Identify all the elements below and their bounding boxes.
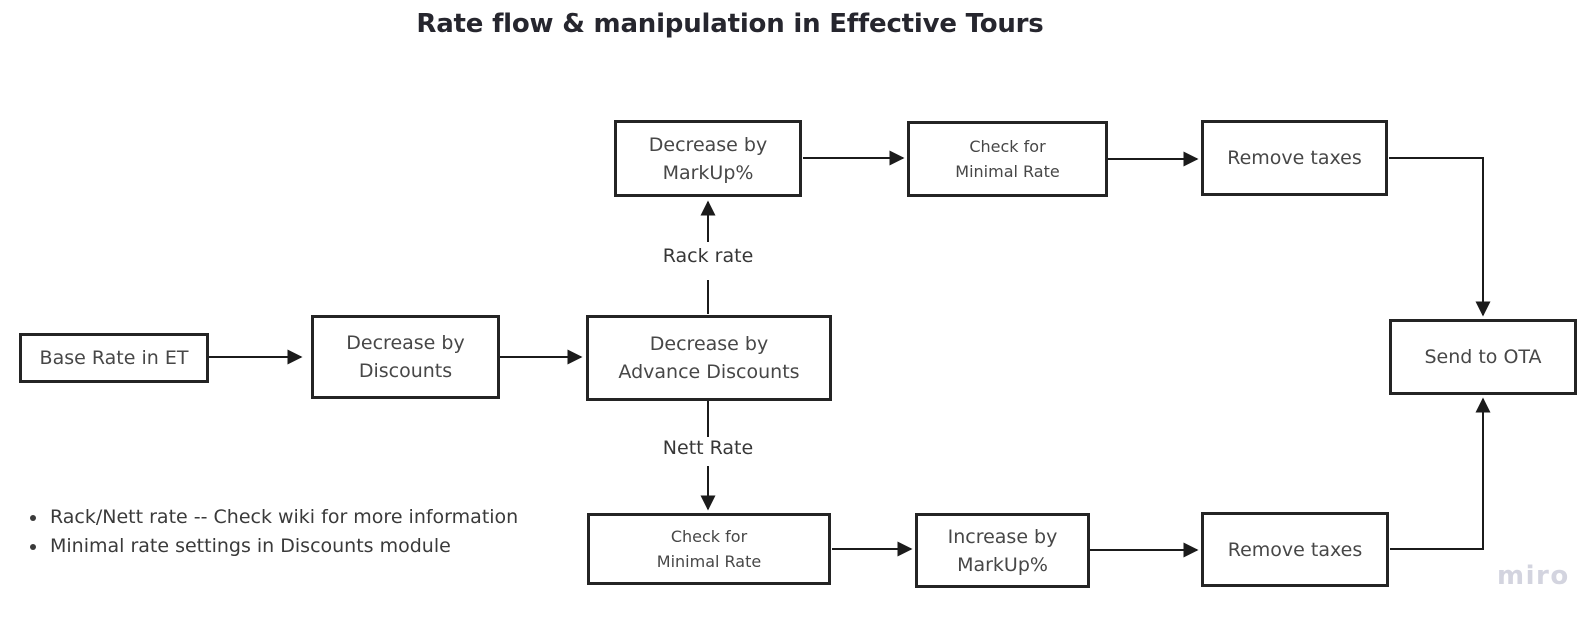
edge-label-nett-rate[interactable]: Nett Rate	[662, 437, 754, 459]
node-increase-by-markup[interactable]: Increase by MarkUp%	[915, 513, 1090, 588]
node-label-line2: MarkUp%	[662, 161, 754, 184]
node-base-rate[interactable]: Base Rate in ET	[19, 333, 209, 383]
node-label: Check for	[969, 137, 1046, 156]
node-label-line2: Minimal Rate	[656, 552, 762, 571]
node-label-line2: Advance Discounts	[618, 361, 800, 383]
node-label: Increase by	[947, 525, 1058, 548]
node-check-minimal-rate-top[interactable]: Check for Minimal Rate	[907, 121, 1108, 197]
miro-watermark: miro	[1497, 561, 1570, 591]
node-remove-taxes-bottom[interactable]: Remove taxes	[1201, 512, 1389, 587]
node-label-line2: Minimal Rate	[955, 162, 1060, 181]
node-label: Decrease by	[648, 133, 768, 156]
note-item: Rack/Nett rate -- Check wiki for more in…	[48, 503, 518, 532]
edge-label-rack-rate[interactable]: Rack rate	[662, 245, 754, 267]
node-label-line2: Discounts	[358, 360, 453, 382]
node-remove-taxes-top[interactable]: Remove taxes	[1201, 120, 1388, 196]
node-decrease-by-advance-discounts[interactable]: Decrease by Advance Discounts	[586, 315, 832, 401]
node-label-line2: MarkUp%	[957, 553, 1048, 576]
connector-remove-taxes-bottom-to-send-ota	[1390, 397, 1491, 550]
node-send-to-ota[interactable]: Send to OTA	[1389, 319, 1577, 395]
node-decrease-by-markup[interactable]: Decrease by MarkUp%	[614, 120, 802, 197]
note-item: Minimal rate settings in Discounts modul…	[48, 532, 518, 561]
node-label: Remove taxes	[1227, 538, 1363, 561]
node-label: Base Rate in ET	[39, 347, 189, 369]
notes-list: Rack/Nett rate -- Check wiki for more in…	[28, 503, 518, 561]
node-label: Decrease by	[649, 333, 769, 355]
node-decrease-by-discounts[interactable]: Decrease by Discounts	[311, 315, 500, 399]
diagram-title: Rate flow & manipulation in Effective To…	[416, 9, 1044, 39]
node-label: Remove taxes	[1227, 147, 1362, 169]
node-label: Check for	[670, 527, 748, 546]
node-label: Send to OTA	[1424, 346, 1542, 368]
node-label: Decrease by	[346, 332, 465, 354]
connector-remove-taxes-top-to-send-ota	[1389, 157, 1491, 317]
node-check-minimal-rate-bottom[interactable]: Check for Minimal Rate	[587, 513, 831, 585]
